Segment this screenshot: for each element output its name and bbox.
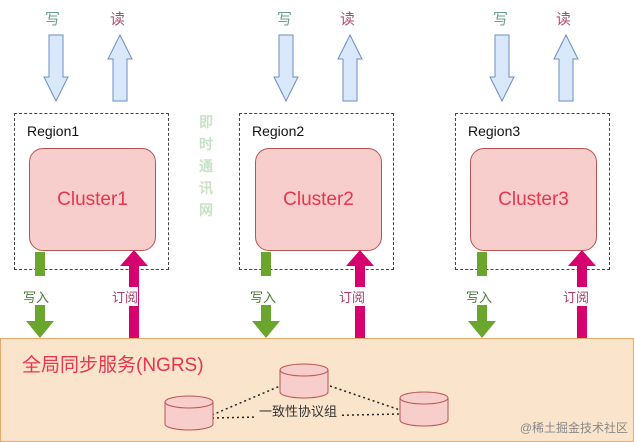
db-node-2	[164, 395, 214, 431]
region-2: Region2	[239, 113, 394, 270]
db-node-1	[279, 363, 329, 399]
region-3-label: Region3	[468, 123, 521, 139]
write-label-1: 写	[45, 11, 61, 28]
client-read-arrow-2	[337, 33, 363, 102]
region-1-label: Region1	[27, 123, 80, 139]
write-bar-2	[261, 252, 271, 276]
client-read-arrow-3	[553, 33, 579, 102]
region-2-label: Region2	[252, 123, 305, 139]
read-label-2: 读	[340, 11, 356, 28]
consensus-link-3	[211, 413, 401, 419]
db-node-3	[399, 391, 449, 427]
consensus-label: 一致性协议组	[257, 401, 340, 420]
write-arrow-1	[26, 305, 54, 338]
side-read-label-3: 订阅	[563, 287, 590, 306]
write-label-3: 写	[493, 11, 509, 28]
write-bar-3	[477, 252, 487, 276]
client-read-arrow-1	[107, 33, 133, 102]
watermark-logo: 即时通讯网	[199, 114, 213, 218]
region-1: Region1	[14, 113, 169, 270]
side-write-label-3: 写入	[466, 290, 493, 305]
write-arrow-3	[468, 305, 496, 338]
side-write-label-1: 写入	[23, 290, 50, 305]
consensus-link-2	[329, 385, 401, 411]
client-write-arrow-3	[489, 34, 515, 103]
client-write-arrow-2	[273, 34, 299, 103]
region-3: Region3	[455, 113, 610, 270]
write-arrow-2	[252, 305, 280, 338]
side-read-label-2: 订阅	[339, 287, 366, 306]
client-write-arrow-1	[43, 34, 69, 103]
ngrs-title: 全局同步服务(NGRS)	[22, 355, 204, 376]
read-label-3: 读	[556, 11, 572, 28]
write-label-2: 写	[277, 11, 293, 28]
cluster-2: Cluster2	[255, 148, 382, 251]
side-write-label-2: 写入	[250, 290, 277, 305]
watermark-text: @稀土掘金技术社区	[519, 421, 628, 435]
side-read-label-1: 订阅	[112, 287, 139, 306]
cluster-1: Cluster1	[29, 148, 156, 251]
consensus-link-1	[211, 385, 281, 416]
write-bar-1	[35, 252, 45, 276]
cluster-3: Cluster3	[470, 148, 597, 251]
read-label-1: 读	[110, 11, 126, 28]
